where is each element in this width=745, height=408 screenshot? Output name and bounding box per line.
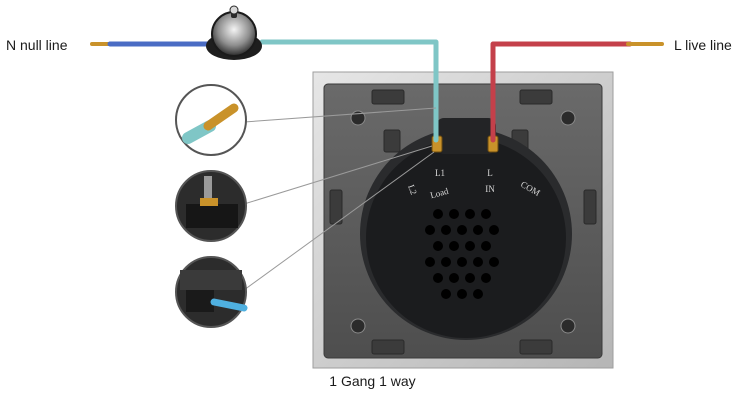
terminal-label-l2: L2: [406, 183, 419, 196]
vent-hole: [425, 225, 435, 235]
inset-stripped-wire: [175, 84, 247, 156]
vent-hole: [473, 257, 483, 267]
vent-hole: [425, 257, 435, 267]
vent-hole: [481, 241, 491, 251]
inset-screwdriver: [175, 170, 247, 242]
vent-hole: [489, 257, 499, 267]
vent-hole: [481, 209, 491, 219]
vent-hole: [465, 241, 475, 251]
vent-hole: [457, 225, 467, 235]
vent-hole: [441, 257, 451, 267]
terminal-label-l1: L1: [435, 168, 445, 178]
lamp: [206, 5, 262, 60]
switch-module: [360, 118, 572, 340]
vent-hole: [433, 241, 443, 251]
live-line-label: L live line: [674, 37, 732, 53]
inset-insert-wire: [175, 256, 248, 328]
terminal-label-l: L: [487, 168, 493, 178]
vent-hole: [473, 289, 483, 299]
vent-hole: [489, 225, 499, 235]
vent-hole: [457, 257, 467, 267]
vent-hole: [465, 273, 475, 283]
callout-lines: [243, 107, 437, 291]
terminal-label-load: Load: [429, 186, 450, 201]
neutral-line-label: N null line: [6, 37, 68, 53]
vent-hole: [465, 209, 475, 219]
back-plate-details: [329, 89, 597, 355]
vent-hole: [441, 225, 451, 235]
vent-hole: [433, 273, 443, 283]
vent-hole: [449, 241, 459, 251]
vent-hole: [441, 289, 451, 299]
diagram-caption: 1 Gang 1 way: [329, 373, 416, 389]
vent-hole: [457, 289, 467, 299]
vent-holes: [425, 209, 499, 299]
screw-holes: [350, 110, 576, 334]
vent-hole: [449, 209, 459, 219]
terminal-label-in: IN: [485, 184, 495, 194]
vent-hole: [433, 209, 443, 219]
vent-hole: [481, 273, 491, 283]
load-wire: [259, 39, 439, 143]
wires: [90, 39, 664, 143]
vent-hole: [473, 225, 483, 235]
live-wire: [490, 41, 633, 143]
vent-hole: [449, 273, 459, 283]
